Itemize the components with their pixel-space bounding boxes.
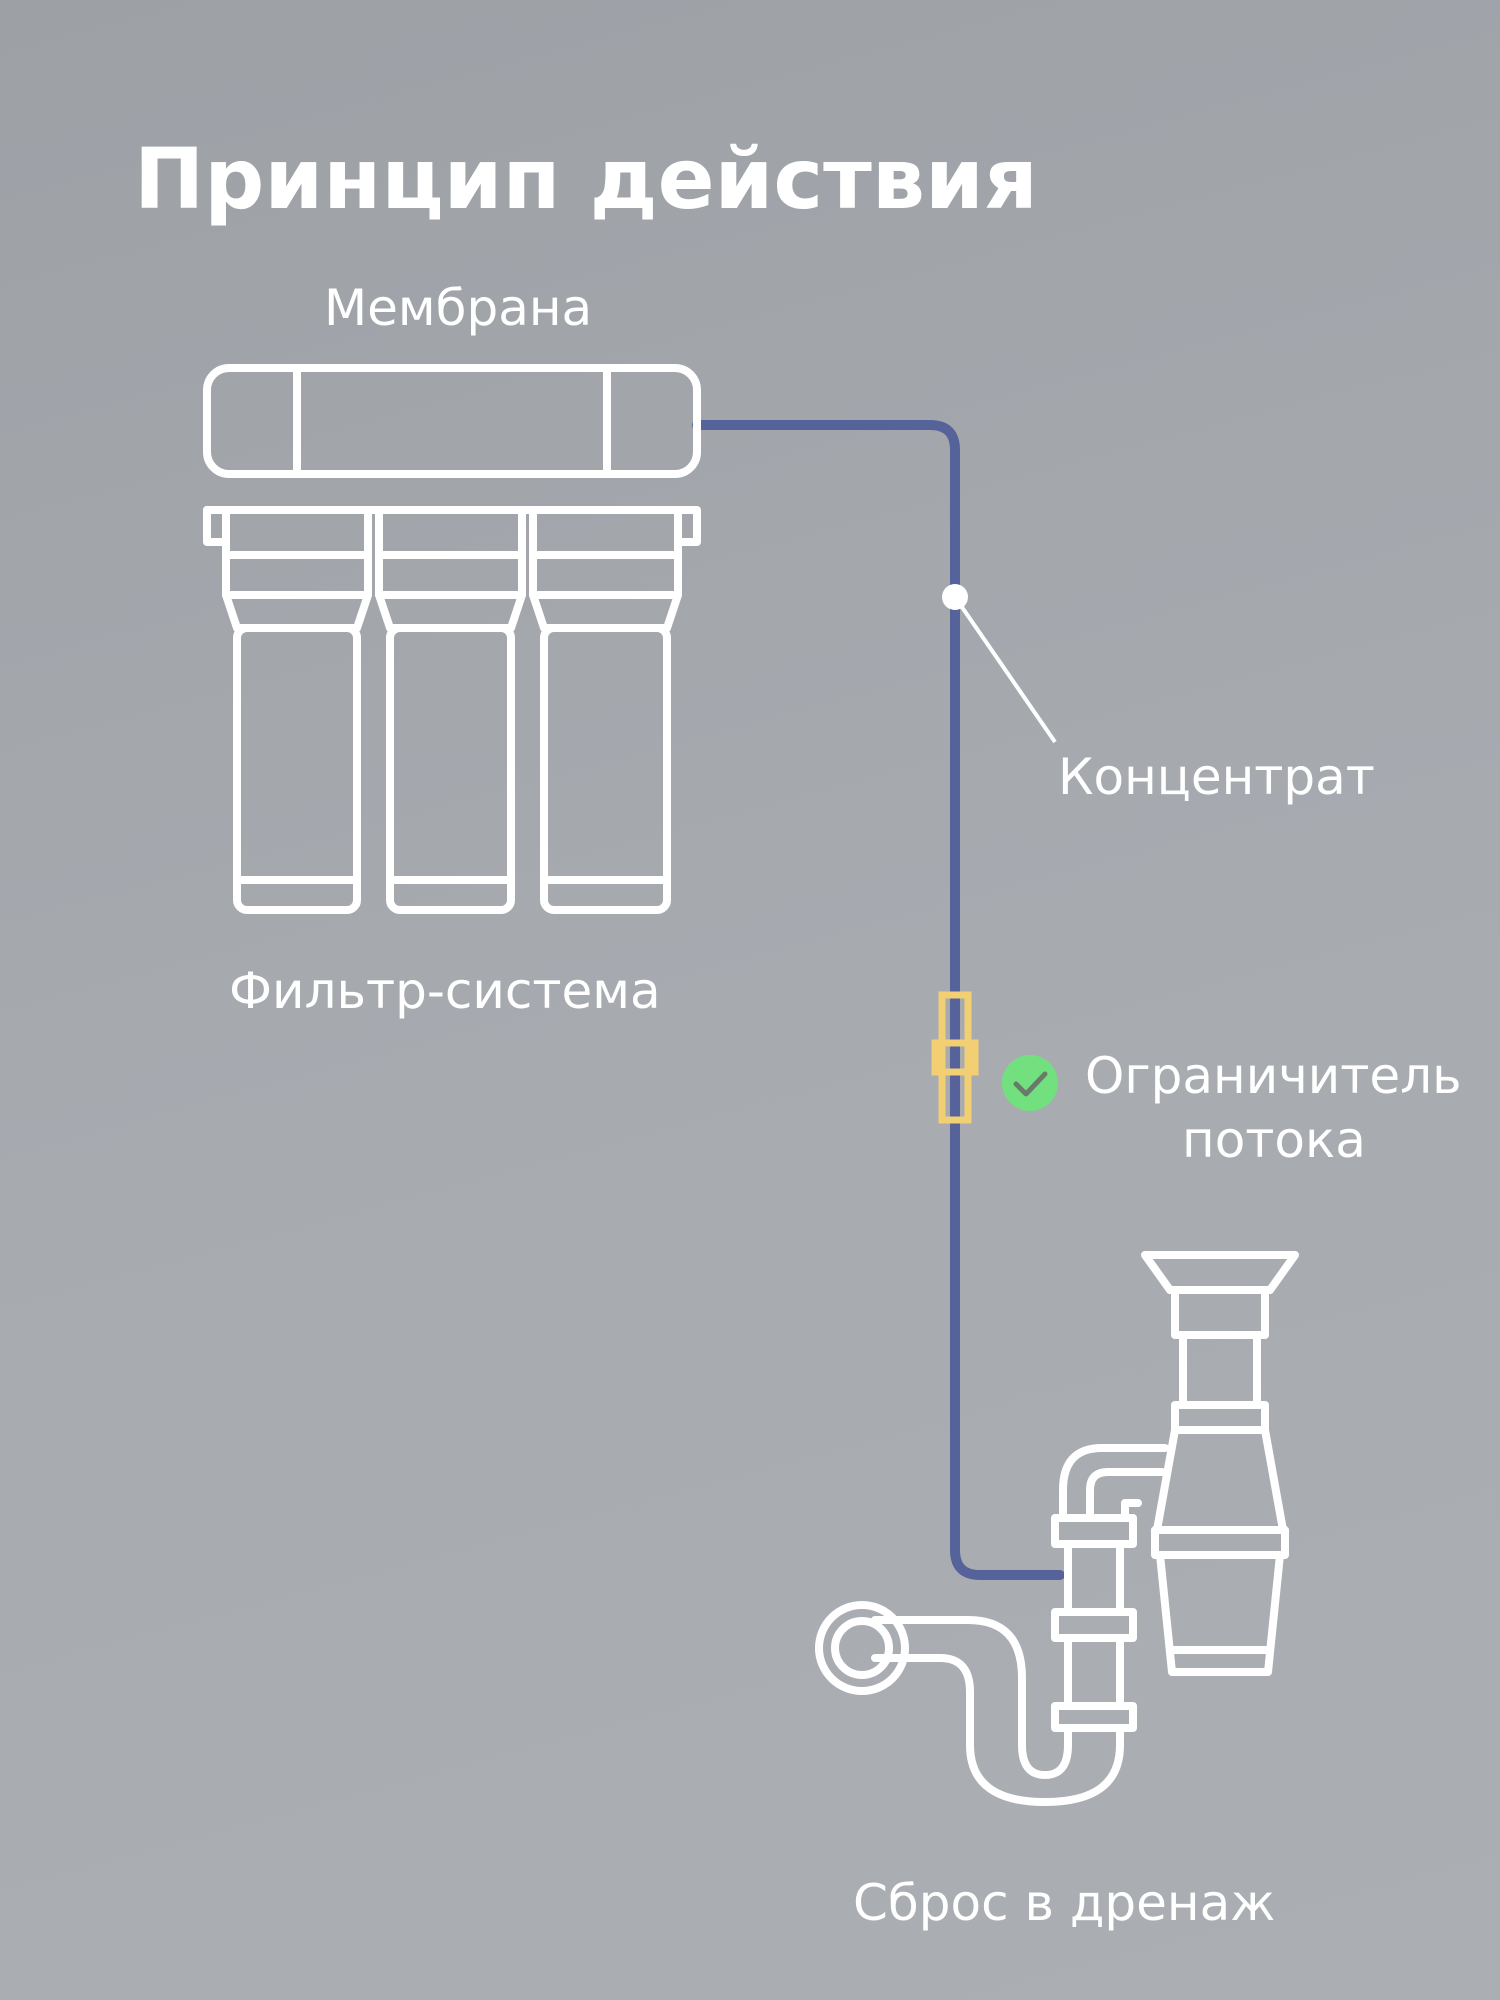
filter-system-label: Фильтр-система (229, 962, 661, 1020)
filter-system-icon (203, 506, 701, 914)
flow-restrictor-label-line2: потока (1182, 1111, 1366, 1169)
siphon-icon (815, 1251, 1299, 1806)
filter-cartridge-1 (222, 506, 372, 914)
concentrate-pointer (942, 584, 1057, 744)
concentrate-label: Концентрат (1058, 748, 1375, 806)
membrane-label: Мембрана (324, 279, 593, 337)
filter-cartridge-3 (529, 506, 682, 914)
flow-restrictor-icon (931, 991, 979, 1124)
flow-restrictor-label-line1: Ограничитель (1085, 1047, 1462, 1105)
page-title: Принцип действия (134, 130, 1038, 228)
concentrate-hose (692, 420, 1065, 1580)
drain-label: Сброс в дренаж (853, 1874, 1276, 1932)
filter-cartridge-2 (375, 506, 526, 914)
membrane-icon (203, 364, 701, 478)
check-circle-icon (1002, 1055, 1058, 1111)
